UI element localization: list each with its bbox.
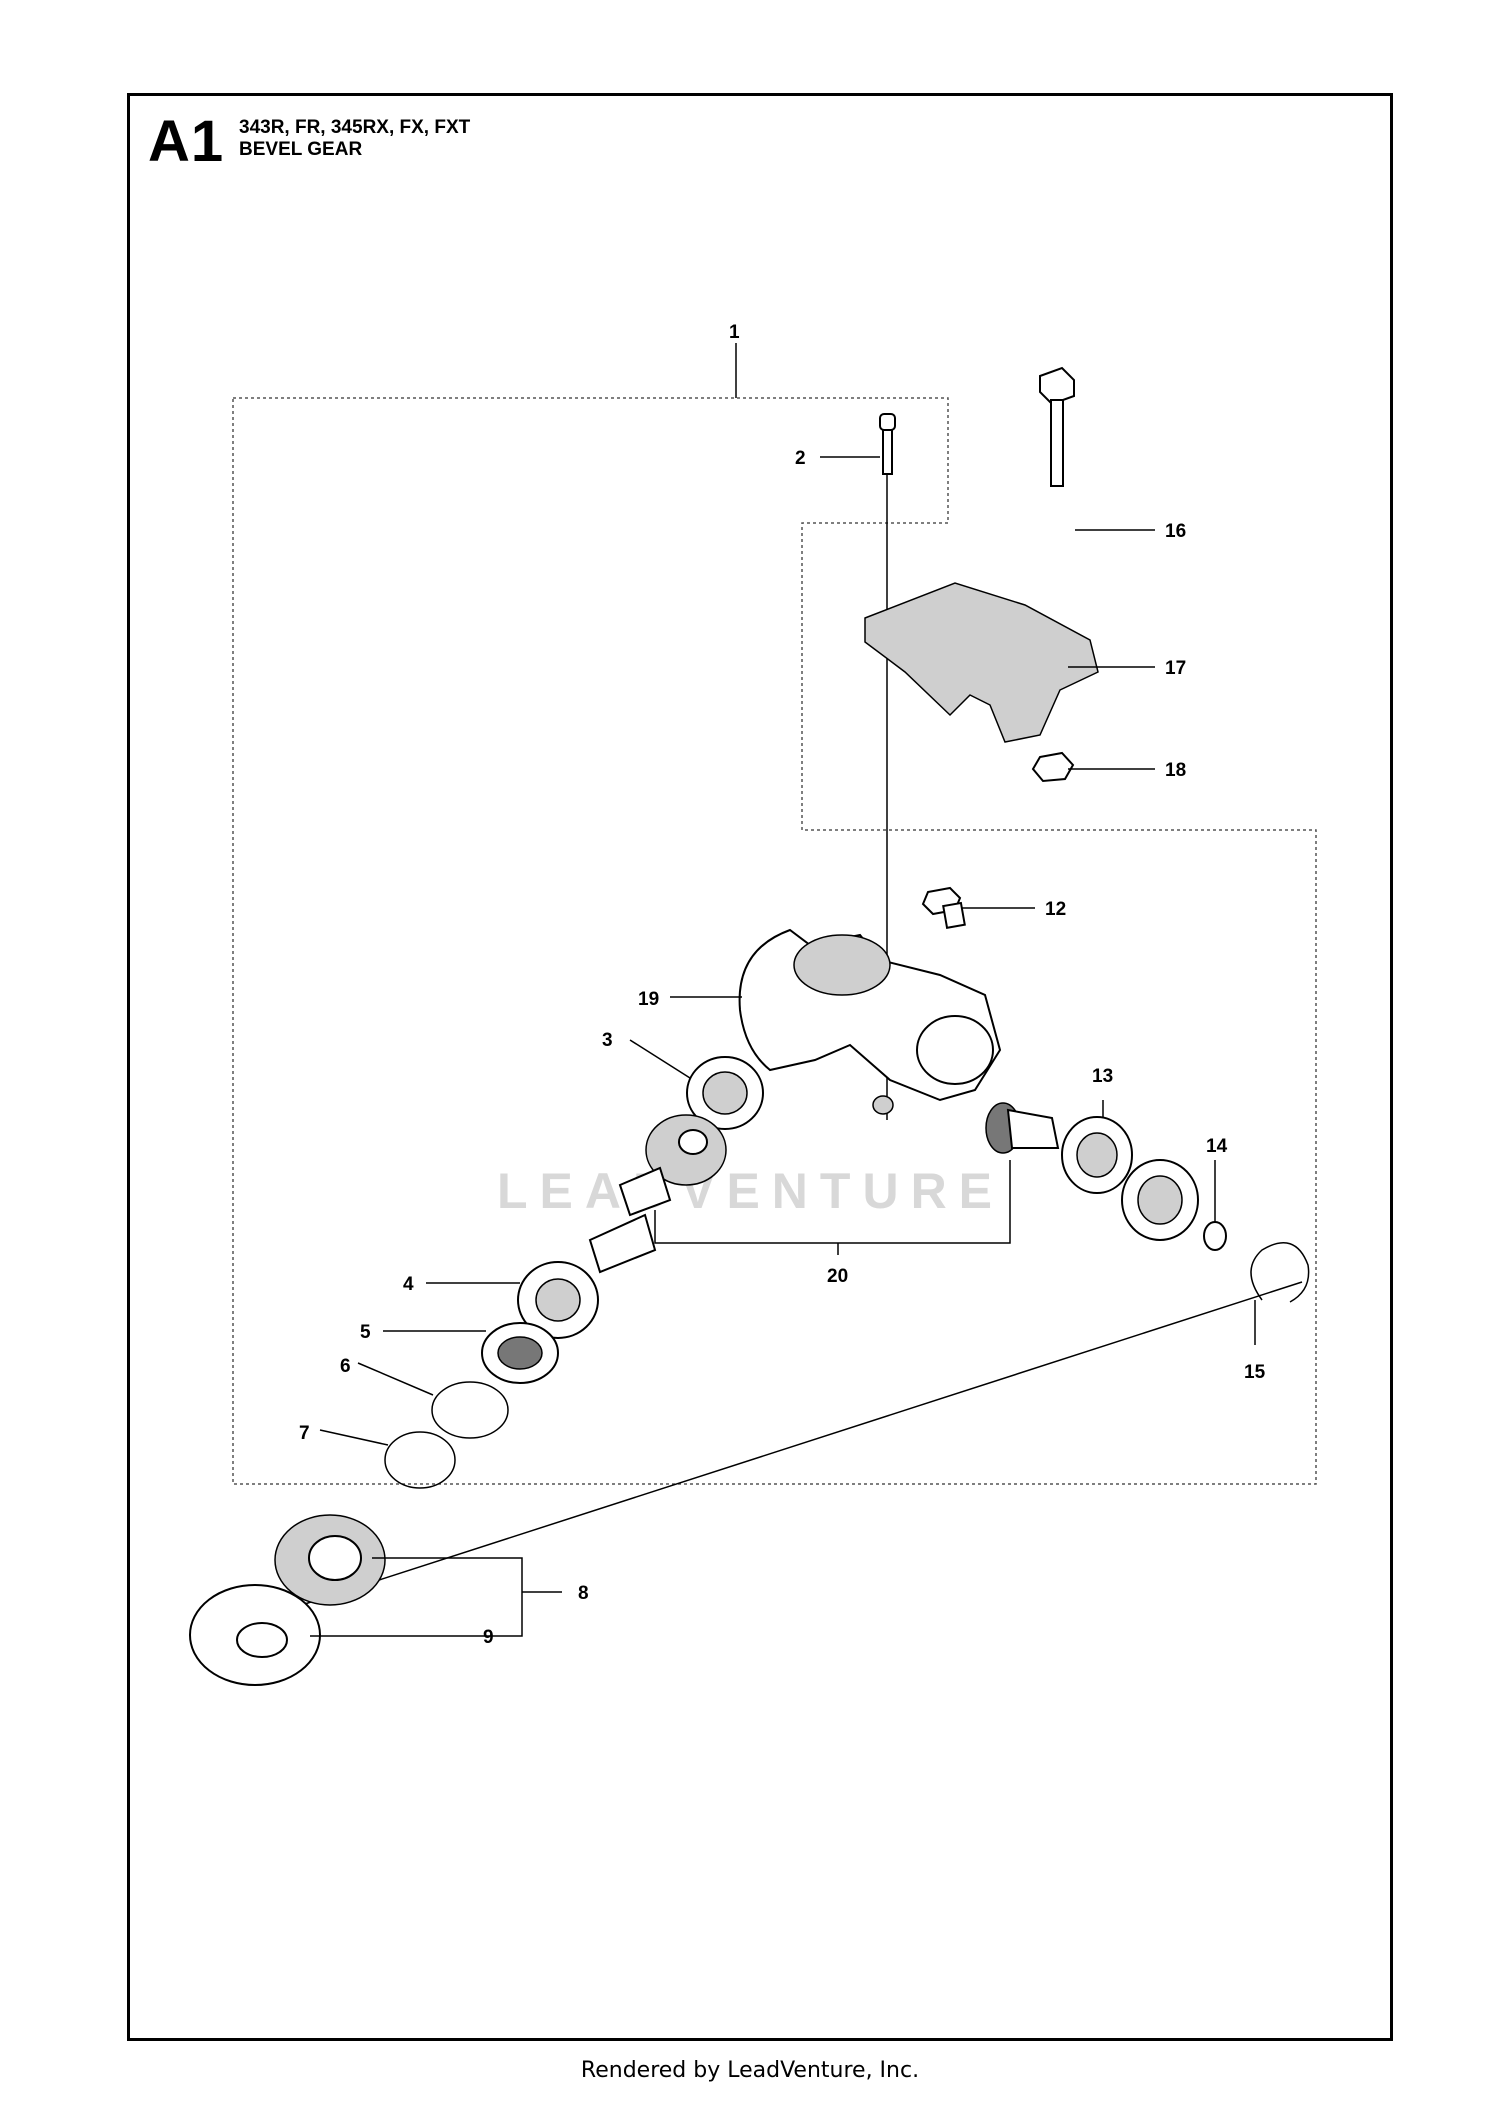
shaft-axis (279, 1281, 1303, 1613)
ring-6-part (431, 1381, 509, 1439)
callout-9: 9 (483, 1627, 494, 1648)
cup-part (189, 1584, 321, 1686)
circlip-15-part (1250, 1242, 1310, 1303)
callout-3: 3 (602, 1030, 613, 1051)
callout-17: 17 (1165, 658, 1186, 679)
bevel-gear-shaft-part (588, 1114, 727, 1274)
callout-16: 16 (1165, 521, 1186, 542)
seal-5-part (481, 1322, 559, 1384)
callout-14: 14 (1206, 1136, 1228, 1157)
diagram-title: BEVEL GEAR (239, 139, 363, 160)
callout-20: 20 (827, 1266, 848, 1287)
gear-housing-part (738, 928, 1002, 1115)
kit-outline (232, 397, 1317, 1485)
callout-8: 8 (578, 1583, 589, 1604)
flange-part (274, 1514, 386, 1606)
callout-15: 15 (1244, 1362, 1266, 1383)
plug-part (921, 886, 966, 929)
callout-18: 18 (1165, 760, 1186, 781)
circlip-14-part (1203, 1221, 1227, 1251)
pinion-gear-part (985, 1102, 1060, 1154)
callout-7: 7 (299, 1423, 310, 1444)
watermark-text: LEADVENTURE (497, 1163, 1005, 1219)
bolt-part (879, 413, 896, 475)
diagram-frame (127, 93, 1393, 2041)
guard-part (864, 582, 1099, 743)
bearing-4-part (517, 1261, 599, 1339)
clamp-screw-part (1039, 366, 1075, 487)
bearing-part (1121, 1159, 1199, 1241)
callout-2: 2 (795, 448, 806, 469)
callout-4: 4 (403, 1274, 414, 1295)
callout-6: 6 (340, 1356, 351, 1377)
callout-12: 12 (1045, 899, 1066, 920)
callout-1: 1 (729, 322, 740, 343)
seal-13-part (1061, 1116, 1133, 1194)
leader-lines (310, 343, 1256, 1637)
callout-5: 5 (360, 1322, 371, 1343)
callout-19: 19 (638, 989, 659, 1010)
model-list: 343R, FR, 345RX, FX, FXT (239, 117, 471, 138)
ring-7-part (384, 1431, 456, 1489)
bearing-3-part (686, 1056, 764, 1130)
section-label: A1 (148, 109, 225, 174)
footer-credit: Rendered by LeadVenture, Inc. (580, 2058, 920, 2083)
callout-13: 13 (1092, 1066, 1113, 1087)
nut-part (1031, 751, 1075, 783)
